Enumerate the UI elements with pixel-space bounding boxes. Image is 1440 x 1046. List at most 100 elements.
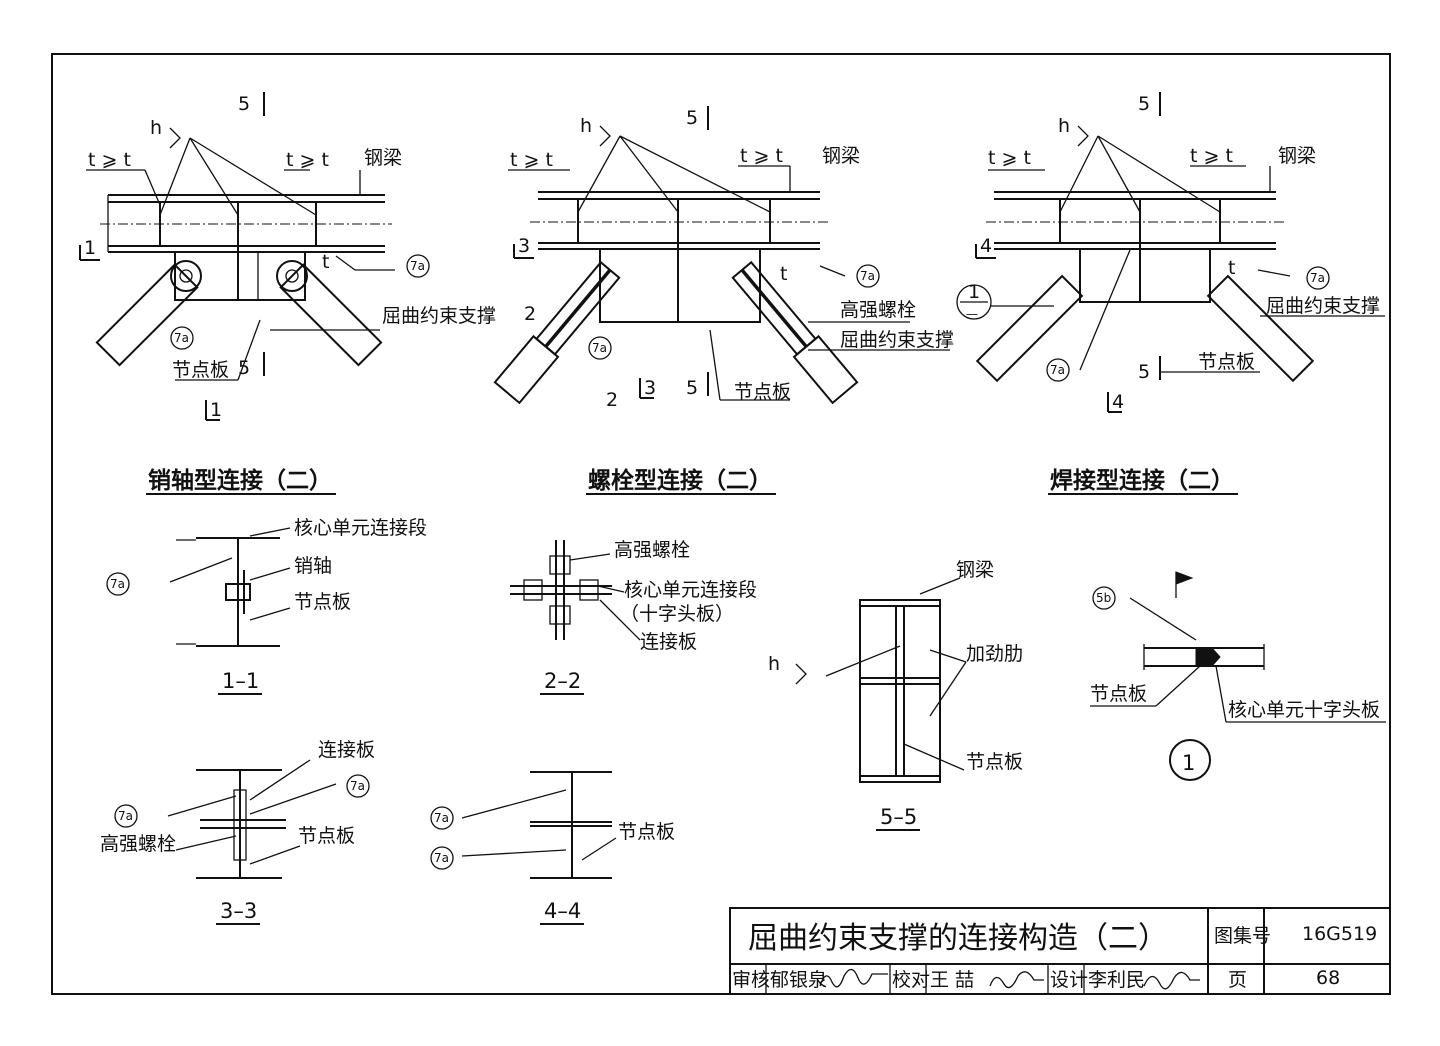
- core-seg-label-22: 核心单元连接段: [624, 579, 757, 601]
- title-block: [729, 907, 1391, 995]
- gusset-label-33: 节点板: [298, 825, 355, 847]
- gusset-plate-2: [599, 249, 761, 323]
- weld-fill: [1195, 647, 1221, 667]
- weld-7a-3a: 7a: [1310, 271, 1325, 285]
- mark-5-top-3: 5: [1138, 93, 1150, 115]
- hs-bolt-label-22: 高强螺栓: [614, 539, 690, 561]
- weld-7a-33b: 7a: [350, 779, 365, 793]
- cross-note-22: （十字头板）: [620, 603, 734, 625]
- pin-right: [276, 260, 308, 292]
- drawing-title: 屈曲约束支撑的连接构造（二）: [748, 921, 1168, 956]
- t-ge-tf-2b: t ⩾ t: [740, 145, 783, 167]
- atlas-number: 16G519: [1302, 923, 1377, 945]
- atlas-label: 图集号: [1214, 925, 1271, 947]
- hf-label-3: h: [1058, 115, 1070, 137]
- weld-7a-1a: 7a: [410, 259, 425, 273]
- conn-plate-label-22: 连接板: [640, 631, 697, 653]
- designer-signature: [1143, 971, 1200, 990]
- detail-1-circle: [1169, 739, 1211, 781]
- weld-7a-3b: 7a: [1050, 363, 1065, 377]
- mark-3-b: 3: [644, 377, 656, 399]
- section-label-33: 3–3: [220, 899, 257, 923]
- mark-2-b: 2: [606, 389, 618, 411]
- section-5-5: [795, 577, 967, 783]
- mark-5-bot-1: 5: [238, 357, 250, 379]
- gusset-label-d1: 节点板: [1090, 683, 1147, 705]
- gusset-plate-3: [1079, 249, 1211, 303]
- weld-7a-44b: 7a: [434, 851, 449, 865]
- gusset-label-55: 节点板: [966, 751, 1023, 773]
- tf-label-3: t: [1228, 257, 1235, 279]
- section-4-4: [461, 771, 617, 879]
- core-cross-label-d1: 核心单元十字头板: [1228, 699, 1380, 721]
- gusset-label-3: 节点板: [1198, 351, 1255, 373]
- section-label-44: 4–4: [544, 899, 581, 923]
- detail-1-number: 1: [1182, 751, 1195, 775]
- weld-7a-1b: 7a: [174, 331, 189, 345]
- mark-5-top-1: 5: [238, 93, 250, 115]
- hf-label-1: h: [150, 117, 162, 139]
- gusset-label-2: 节点板: [734, 381, 791, 403]
- t-ge-tf-2a: t ⩾ t: [510, 149, 553, 171]
- mark-1-b: 1: [210, 399, 222, 421]
- brb-label-3: 屈曲约束支撑: [1266, 295, 1380, 317]
- gusset-plate: [174, 252, 306, 301]
- page-number: 68: [1316, 967, 1340, 989]
- tf-label-2: t: [780, 263, 787, 285]
- mark-3-a: 3: [518, 235, 530, 257]
- pin-left: [170, 260, 202, 292]
- section-label-22: 2–2: [544, 669, 581, 693]
- gusset-label-11: 节点板: [294, 591, 351, 613]
- pin-label-11: 销轴: [294, 555, 332, 577]
- hf-label-55: h: [768, 653, 780, 675]
- sheet-border: [51, 53, 1391, 995]
- detail-1: [1090, 571, 1386, 723]
- mark-4-a: 4: [980, 235, 992, 257]
- detail-callout-sub: —: [966, 307, 978, 321]
- hf-label-2: h: [580, 115, 592, 137]
- check-label: 校对: [892, 969, 930, 991]
- detail-callout-1: [956, 284, 992, 320]
- mark-4-b: 4: [1112, 391, 1124, 413]
- page-label: 页: [1228, 969, 1247, 991]
- checker-signature: [989, 971, 1044, 989]
- t-ge-tf-1a: t ⩾ t: [88, 149, 131, 171]
- section-label-55: 5–5: [880, 805, 917, 829]
- steel-beam-label-2: 钢梁: [822, 145, 860, 167]
- mark-2-a: 2: [524, 303, 536, 325]
- t-ge-tf-1b: t ⩾ t: [286, 149, 329, 171]
- gusset-label-1: 节点板: [172, 359, 229, 381]
- tf-label-1: t: [322, 251, 329, 273]
- reviewer-signature: [819, 968, 888, 988]
- checker-name: 王 喆: [930, 969, 974, 991]
- pin-view-title: 销轴型连接（二）: [148, 467, 332, 494]
- steel-beam-label-1: 钢梁: [364, 147, 402, 169]
- gusset-label-44: 节点板: [618, 821, 675, 843]
- section-3-3: [167, 759, 337, 879]
- t-ge-tf-3b: t ⩾ t: [1190, 145, 1233, 167]
- brb-label-1: 屈曲约束支撑: [382, 305, 496, 327]
- review-label: 审核: [732, 969, 770, 991]
- t-ge-tf-3a: t ⩾ t: [988, 147, 1031, 169]
- hs-bolt-label-33: 高强螺栓: [100, 833, 176, 855]
- weld-7a-2b: 7a: [592, 341, 607, 355]
- section-1-1: [169, 527, 291, 647]
- steel-beam-label-55: 钢梁: [956, 559, 994, 581]
- steel-beam-label-3: 钢梁: [1278, 145, 1316, 167]
- weld-7a-44a: 7a: [434, 811, 449, 825]
- mark-5-bot-2: 5: [686, 377, 698, 399]
- core-seg-label-11: 核心单元连接段: [294, 517, 427, 539]
- section-label-11: 1–1: [222, 669, 259, 693]
- weld-view-title: 焊接型连接（二）: [1050, 467, 1234, 494]
- section-2-2: [510, 540, 641, 641]
- weld-5b-d1: 5b: [1096, 591, 1111, 605]
- designer-name: 李利民: [1088, 969, 1145, 991]
- weld-7a-11: 7a: [110, 577, 125, 591]
- hs-bolt-label-2: 高强螺栓: [840, 299, 916, 321]
- mark-5-bot-3: 5: [1138, 361, 1150, 383]
- weld-7a-33a: 7a: [118, 809, 133, 823]
- conn-plate-label-33: 连接板: [318, 739, 375, 761]
- pin-connection-view: [79, 92, 395, 421]
- bolt-view-title: 螺栓型连接（二）: [588, 467, 772, 494]
